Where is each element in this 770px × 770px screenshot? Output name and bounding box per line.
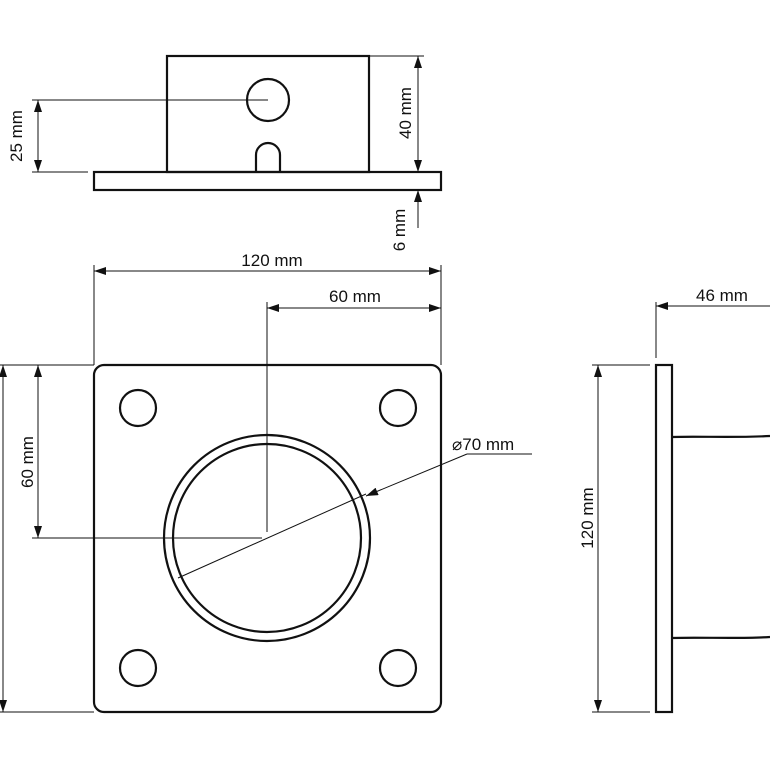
dim-label-40: 40 mm bbox=[396, 87, 415, 139]
slot bbox=[254, 141, 282, 172]
base-plate-edge bbox=[92, 170, 443, 192]
bolt-hole bbox=[118, 648, 158, 688]
bolt-hole bbox=[118, 388, 158, 428]
bolt-hole bbox=[378, 388, 418, 428]
top-view: 25 mm 40 mm 6 mm bbox=[7, 54, 443, 252]
dim-label-25: 25 mm bbox=[7, 110, 26, 162]
dim-label-60-y: 60 mm bbox=[18, 436, 37, 488]
bolt-hole bbox=[378, 648, 418, 688]
tube-profile bbox=[165, 54, 371, 174]
dim-label-side-120: 120 mm bbox=[578, 487, 597, 548]
diameter-line bbox=[177, 493, 367, 579]
front-view: 120 mm 60 mm 60 mm ⌀70 mm bbox=[0, 251, 532, 714]
side-view: 120 mm 46 mm bbox=[578, 286, 770, 714]
dim-label-diameter: ⌀70 mm bbox=[452, 435, 514, 454]
dim-label-120: 120 mm bbox=[241, 251, 302, 270]
side-plate bbox=[654, 363, 674, 714]
dim-label-60-x: 60 mm bbox=[329, 287, 381, 306]
tube-bottom-edge bbox=[671, 635, 770, 640]
dim-label-46: 46 mm bbox=[696, 286, 748, 305]
dim-label-6: 6 mm bbox=[390, 209, 409, 252]
diameter-leader bbox=[365, 453, 468, 497]
tube-top-edge bbox=[671, 434, 770, 439]
